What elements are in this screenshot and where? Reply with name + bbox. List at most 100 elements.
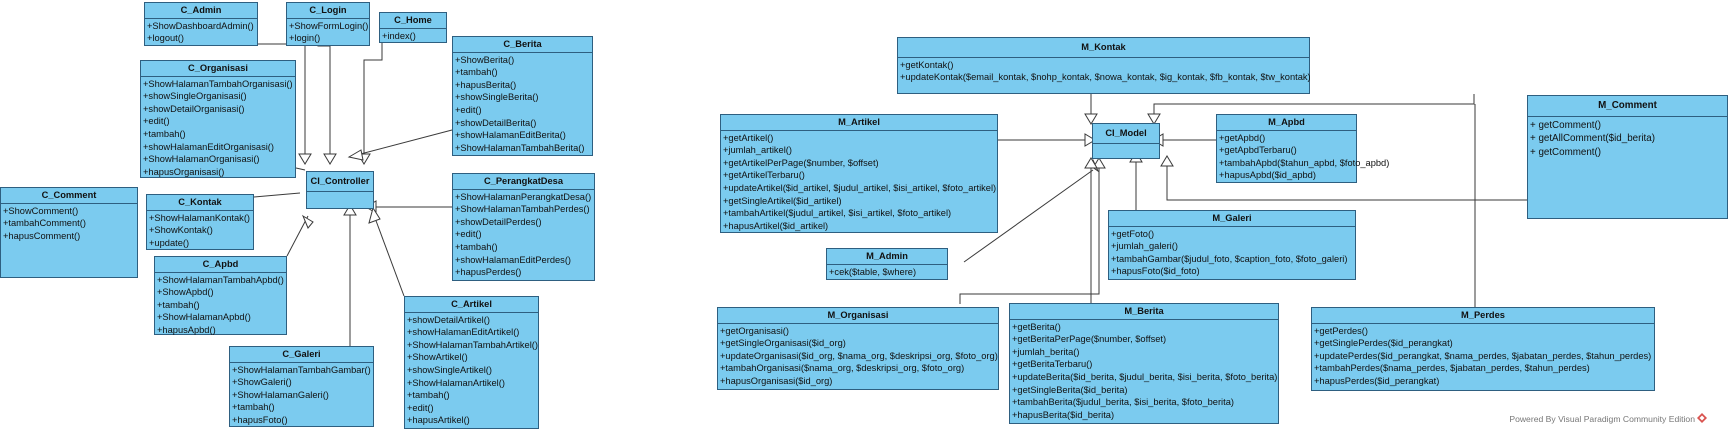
operation: +edit() xyxy=(455,229,482,240)
operation: +getPerdes() xyxy=(1314,325,1369,336)
operation: +edit() xyxy=(143,116,170,127)
operation: +tambah() xyxy=(455,241,498,252)
operation: +hapusFoto($id_foto) xyxy=(1111,266,1200,277)
operation: +hapusArtikel() xyxy=(407,415,470,426)
operation: +tambahGambar($judul_foto, $caption_foto… xyxy=(1111,253,1348,264)
operation: +showDetailArtikel() xyxy=(407,314,490,325)
operation: +logout() xyxy=(147,33,184,44)
operation: +hapusBerita() xyxy=(455,79,517,90)
class-title: M_Apbd xyxy=(1217,115,1356,131)
operations: +showDetailArtikel() +showHalamanEditArt… xyxy=(405,313,538,428)
class-c-home: C_Home +index() xyxy=(379,12,447,43)
link-c-organisasi xyxy=(295,167,306,171)
class-title: M_Berita xyxy=(1010,304,1278,320)
operation: +ShowHalamanTambahGambar() xyxy=(232,364,371,375)
operation: +showDetailOrganisasi() xyxy=(143,103,245,114)
class-title: C_Artikel xyxy=(405,297,538,313)
operation: +ShowGaleri() xyxy=(232,377,292,388)
operation: +hapusArtikel($id_artikel) xyxy=(723,220,829,231)
operation: +ShowFormLogin() xyxy=(289,20,369,31)
operation: +cek($table, $where) xyxy=(829,266,917,277)
class-title: C_Home xyxy=(380,13,446,29)
operation: +showHalamanEditPerdes() xyxy=(455,254,572,265)
operations: +getOrganisasi() +getSingleOrganisasi($i… xyxy=(718,324,998,389)
class-c-apbd: C_Apbd +ShowHalamanTambahApbd() +ShowApb… xyxy=(154,256,287,335)
operation: +ShowHalamanArtikel() xyxy=(407,377,505,388)
class-title: M_Galeri xyxy=(1109,211,1355,227)
operation: +edit() xyxy=(455,104,482,115)
link-c-apbd xyxy=(286,215,309,257)
visual-paradigm-logo-icon xyxy=(1697,413,1707,423)
operations: + getComment() + getAllComment($id_berit… xyxy=(1528,117,1727,161)
operation: +getSingleArtikel($id_artikel) xyxy=(723,195,842,206)
operation: +getArtikelTerbaru() xyxy=(723,170,805,181)
class-m-organisasi: M_Organisasi +getOrganisasi() +getSingle… xyxy=(717,307,999,390)
class-title: CI_Model xyxy=(1105,128,1147,138)
operation: +showDetailBerita() xyxy=(455,117,537,128)
operation: +ShowHalamanTambahBerita() xyxy=(455,142,585,153)
operation: +ShowHalamanTambahArtikel() xyxy=(407,339,538,350)
operation: +updatePerdes($id_perangkat, $nama_perde… xyxy=(1314,350,1652,361)
operation: +showHalamanEditBerita() xyxy=(455,130,566,141)
link-c-artikel xyxy=(374,217,405,297)
class-title: C_Berita xyxy=(453,37,592,53)
operations: +getFoto() +jumlah_galeri() +tambahGamba… xyxy=(1109,227,1355,279)
operation: +getBerita() xyxy=(1012,321,1061,332)
operations: +index() xyxy=(380,29,446,44)
class-c-perangkatdesa: C_PerangkatDesa +ShowHalamanPerangkatDes… xyxy=(452,173,595,281)
class-title: C_Login xyxy=(287,3,369,19)
operation: +ShowHalamanApbd() xyxy=(157,312,251,323)
class-title: CI_Controller xyxy=(310,176,370,186)
operation: +hapusApbd() xyxy=(157,324,216,335)
operation: +jumlah_artikel() xyxy=(723,145,792,156)
operations: +getArtikel() +jumlah_artikel() +getArti… xyxy=(721,131,997,234)
operation: +showSingleOrganisasi() xyxy=(143,91,247,102)
operations: +ShowComment() +tambahComment() +hapusCo… xyxy=(1,204,137,244)
operation: +ShowHalamanPerangkatDesa() xyxy=(455,191,592,202)
operation: +tambahPerdes($nama_perdes, $jabatan_per… xyxy=(1314,363,1590,374)
operation: +tambah() xyxy=(232,402,275,413)
class-title: C_Organisasi xyxy=(141,61,295,77)
operation: +getKontak() xyxy=(900,59,954,70)
operations: +getKontak() +updateKontak($email_kontak… xyxy=(898,58,1311,85)
class-m-apbd: M_Apbd +getApbd() +getApbdTerbaru() +tam… xyxy=(1216,114,1389,183)
class-m-berita: M_Berita +getBerita() +getBeritaPerPage(… xyxy=(1009,303,1279,424)
operation: +getSinglePerdes($id_perangkat) xyxy=(1314,338,1453,349)
operation: +ShowHalamanKontak() xyxy=(149,212,251,223)
link-m-comment xyxy=(1153,94,1475,114)
operation: +showSingleBerita() xyxy=(455,92,539,103)
class-title: C_Comment xyxy=(1,188,137,204)
link-m-comment-2 xyxy=(1166,166,1527,201)
operation: +updateOrganisasi($id_org, $nama_org, $d… xyxy=(720,350,998,361)
operations: +ShowBerita() +tambah() +hapusBerita() +… xyxy=(453,53,592,156)
operation: +tambahArtikel($judul_artikel, $isi_arti… xyxy=(723,208,952,219)
class-title: M_Artikel xyxy=(721,115,997,131)
operation: +hapusComment() xyxy=(3,230,81,241)
class-title: C_Galeri xyxy=(230,347,373,363)
operation: +update() xyxy=(149,237,190,248)
operation: +getArtikel() xyxy=(723,132,774,143)
operation: +tambahBerita($judul_berita, $isi_berita… xyxy=(1012,397,1234,408)
operation: +showHalamanEditOrganisasi() xyxy=(143,141,274,152)
operation: +ShowHalamanTambahOrganisasi() xyxy=(143,78,293,89)
operations: +ShowHalamanTambahOrganisasi() +showSing… xyxy=(141,77,295,180)
operations: +ShowHalamanPerangkatDesa() +ShowHalaman… xyxy=(453,190,594,280)
operation: +edit() xyxy=(407,402,434,413)
class-m-comment: M_Comment + getComment() + getAllComment… xyxy=(1527,95,1728,219)
operation: +getApbd() xyxy=(1219,132,1266,143)
operation: +getBeritaTerbaru() xyxy=(1012,359,1093,370)
operation: +getOrganisasi() xyxy=(720,325,789,336)
class-c-login: C_Login +ShowFormLogin() +login() xyxy=(286,2,370,46)
operation: +tambah() xyxy=(157,299,200,310)
operation: +showDetailPerdes() xyxy=(455,216,542,227)
operation: +ShowKontak() xyxy=(149,225,213,236)
operation: +updateKontak($email_kontak, $nohp_konta… xyxy=(900,72,1311,83)
operation: +jumlah_berita() xyxy=(1012,346,1080,357)
class-c-artikel: C_Artikel +showDetailArtikel() +showHala… xyxy=(404,296,539,429)
class-title: M_Perdes xyxy=(1312,308,1654,324)
operation: +ShowHalamanOrganisasi() xyxy=(143,154,260,165)
operation: +index() xyxy=(382,30,416,41)
operation: +hapusPerdes($id_perangkat) xyxy=(1314,375,1440,386)
operations: +ShowDashboardAdmin() +logout() xyxy=(145,19,257,46)
operation: + getComment() xyxy=(1530,119,1602,131)
